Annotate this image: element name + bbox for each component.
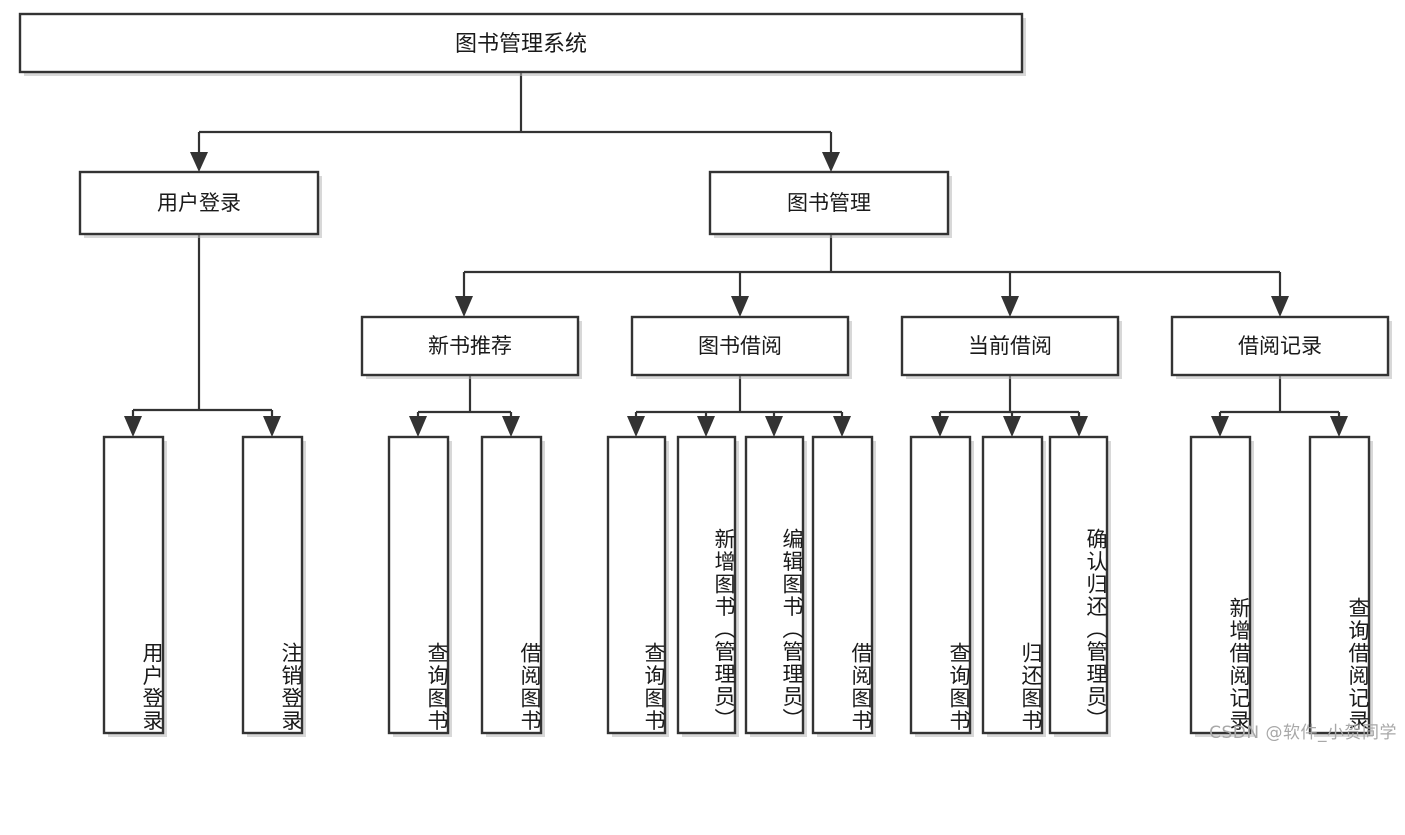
- node-book-borrow-box: [630, 315, 850, 377]
- node-new-book-rec-label: 新书推荐: [428, 334, 512, 358]
- leaf-borrow-book-br-box: [811, 435, 874, 735]
- node-current-borrow-box: [900, 315, 1120, 377]
- node-book-borrow-label: 图书借阅: [698, 334, 782, 358]
- leaf-query-book-br[interactable]: [606, 435, 669, 737]
- org-chart-svg: 图书管理系统 用户登录 图书管理 新书推荐: [18, 12, 1392, 737]
- arrow-current-borrow: [1001, 296, 1019, 317]
- diagram-canvas-root: 图书管理系统 用户登录 图书管理 新书推荐: [18, 12, 1397, 743]
- node-current-borrow-label: 当前借阅: [968, 334, 1052, 358]
- leaf-query-book-cb[interactable]: [909, 435, 974, 737]
- csdn-watermark: CSDN @软件_小贺同学: [1209, 723, 1397, 743]
- leaf-add-book-box: [676, 435, 737, 735]
- leaf-query-record[interactable]: [1308, 435, 1373, 737]
- arrow-new-book-rec: [455, 296, 473, 317]
- node-borrow-record-label: 借阅记录: [1238, 334, 1322, 358]
- arrow-leaf-query-book-br: [627, 416, 645, 437]
- leaf-confirm-return[interactable]: [1048, 435, 1111, 737]
- arrow-leaf-query-book-rec: [409, 416, 427, 437]
- leaf-query-book-rec-box: [387, 435, 450, 735]
- node-user-login[interactable]: 用户登录: [78, 170, 322, 238]
- node-new-book-rec-box: [360, 315, 580, 377]
- leaf-borrow-book-br[interactable]: [811, 435, 876, 737]
- node-user-login-label: 用户登录: [157, 191, 241, 215]
- node-layer: 图书管理系统 用户登录 图书管理 新书推荐: [18, 12, 1392, 737]
- connector-layer: [124, 72, 1348, 437]
- node-root[interactable]: 图书管理系统: [18, 12, 1026, 76]
- leaf-box-layer: [102, 435, 1373, 737]
- node-current-borrow[interactable]: 当前借阅: [900, 315, 1122, 379]
- leaf-add-book[interactable]: [676, 435, 739, 737]
- arrow-user-login: [190, 152, 208, 172]
- leaf-confirm-return-box: [1048, 435, 1109, 735]
- arrow-leaf-return-book: [1003, 416, 1021, 437]
- leaf-add-record-box: [1189, 435, 1252, 735]
- arrow-leaf-borrow-book-rec: [502, 416, 520, 437]
- leaf-user-login[interactable]: [102, 435, 167, 737]
- node-book-manage-label: 图书管理: [787, 191, 871, 215]
- arrow-leaf-user-login: [124, 416, 142, 437]
- arrow-leaf-edit-book: [765, 416, 783, 437]
- leaf-add-record[interactable]: [1189, 435, 1254, 737]
- leaf-logout[interactable]: [241, 435, 306, 737]
- leaf-query-book-cb-box: [909, 435, 972, 735]
- arrow-leaf-borrow-book-br: [833, 416, 851, 437]
- arrow-leaf-query-record: [1330, 416, 1348, 437]
- leaf-borrow-book-rec-box: [480, 435, 543, 735]
- node-borrow-record-box: [1170, 315, 1390, 377]
- node-new-book-rec[interactable]: 新书推荐: [360, 315, 582, 379]
- node-user-login-box: [78, 170, 320, 236]
- leaf-logout-box: [241, 435, 304, 735]
- leaf-query-book-br-box: [606, 435, 667, 735]
- node-borrow-record[interactable]: 借阅记录: [1170, 315, 1392, 379]
- arrow-borrow-record: [1271, 296, 1289, 317]
- leaf-query-book-rec[interactable]: [387, 435, 452, 737]
- node-book-manage[interactable]: 图书管理: [708, 170, 952, 238]
- leaf-edit-book-box: [744, 435, 805, 735]
- leaf-borrow-book-rec[interactable]: [480, 435, 545, 737]
- node-root-label: 图书管理系统: [455, 32, 587, 57]
- leaf-user-login-box: [102, 435, 165, 735]
- node-book-borrow[interactable]: 图书借阅: [630, 315, 852, 379]
- arrow-leaf-add-book: [697, 416, 715, 437]
- leaf-edit-book[interactable]: [744, 435, 807, 737]
- arrow-leaf-logout: [263, 416, 281, 437]
- node-book-manage-box: [708, 170, 950, 236]
- arrow-book-manage: [822, 152, 840, 172]
- leaf-return-book[interactable]: [981, 435, 1046, 737]
- leaf-query-record-box: [1308, 435, 1371, 735]
- leaf-return-book-box: [981, 435, 1044, 735]
- arrow-leaf-add-record: [1211, 416, 1229, 437]
- arrow-leaf-confirm-return: [1070, 416, 1088, 437]
- node-root-box: [18, 12, 1024, 74]
- arrow-book-borrow: [731, 296, 749, 317]
- arrow-leaf-query-book-cb: [931, 416, 949, 437]
